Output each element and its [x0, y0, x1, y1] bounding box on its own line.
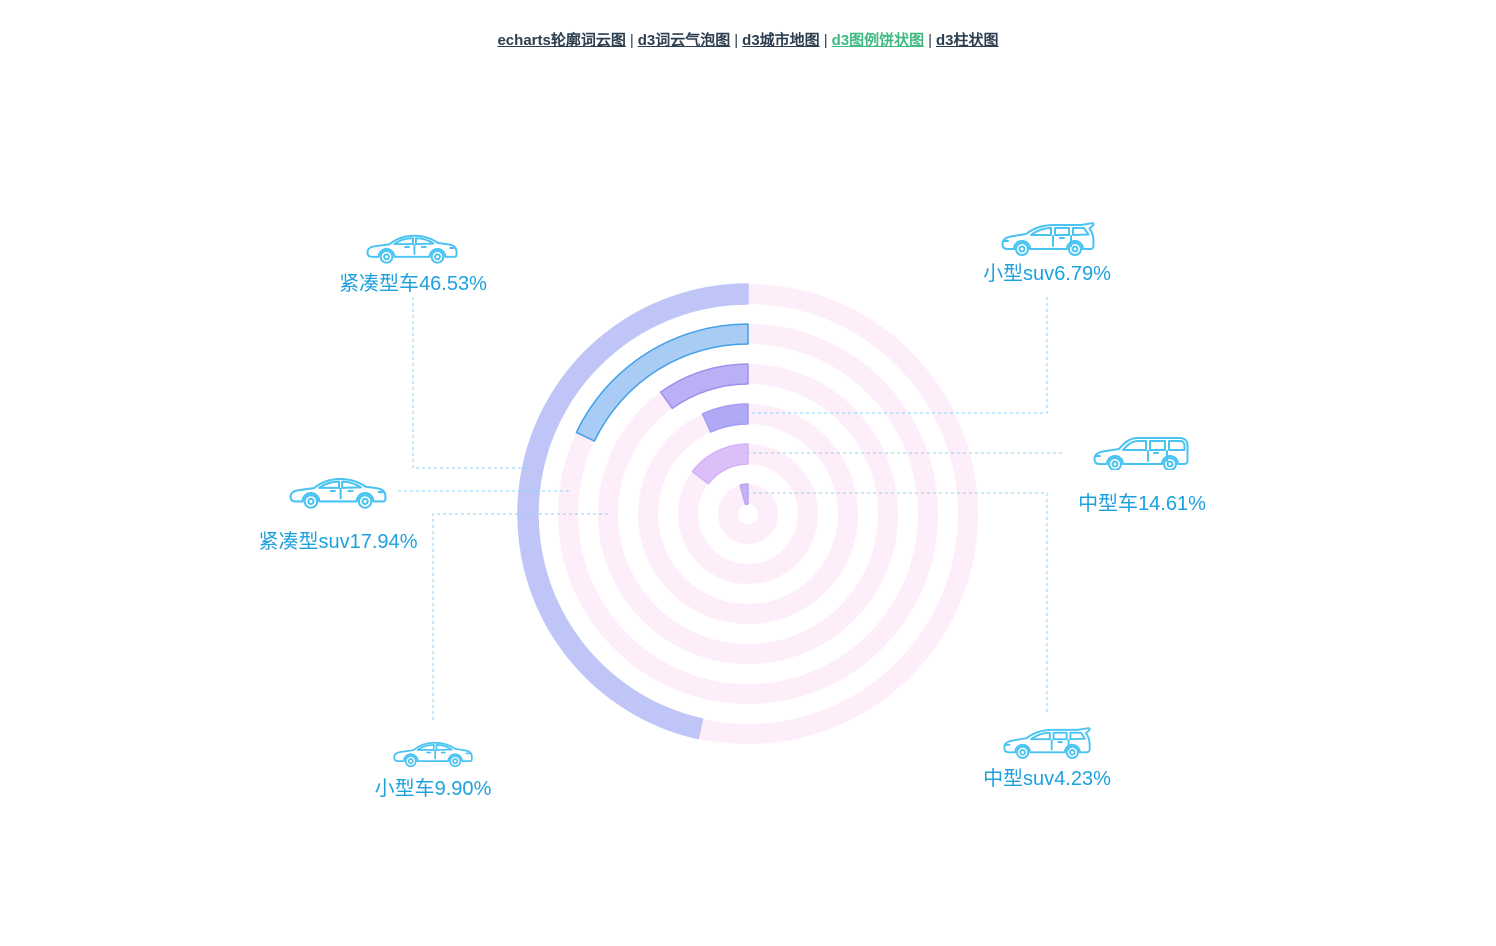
nav-separator: | — [734, 32, 739, 49]
slice-callout: 紧凑型suv17.94% — [259, 477, 418, 553]
slice-label-value: 46.53 — [419, 273, 469, 295]
slice-callout: 紧凑型车46.53% — [339, 234, 487, 295]
slice-label-name: 紧凑型suv — [259, 530, 350, 553]
slice-label-name: 小型车 — [375, 777, 435, 800]
nav-separator: | — [823, 32, 828, 49]
nav-link-echarts-wordcloud[interactable]: echarts轮廓词云图 — [497, 32, 626, 49]
wagon-icon — [1093, 437, 1189, 470]
sedan-icon — [289, 477, 387, 509]
slice-arc[interactable] — [575, 323, 749, 442]
leader-line — [432, 513, 608, 720]
nav-link-d3-bubble[interactable]: d3词云气泡图 — [637, 32, 731, 49]
slice-label-unit: % — [1188, 493, 1206, 515]
slice-label-unit: % — [1093, 768, 1111, 790]
nav-separator: | — [629, 32, 634, 49]
slice-label-name: 小型suv — [983, 262, 1054, 285]
top-nav: echarts轮廓词云图|d3词云气泡图|d3城市地图|d3图例饼状图|d3柱状… — [0, 32, 1496, 50]
slice-label: 小型车9.90% — [375, 777, 492, 800]
slice-label-unit: % — [474, 778, 492, 800]
slice-label-value: 14.61 — [1138, 493, 1188, 515]
sedan-icon — [366, 234, 458, 264]
slice-arc[interactable] — [659, 363, 749, 410]
slice-callout: 小型suv6.79% — [983, 222, 1111, 285]
slice-label: 中型suv4.23% — [983, 767, 1111, 790]
nav-link-d3-legend-pie[interactable]: d3图例饼状图 — [831, 32, 925, 49]
hatchback-icon — [1003, 727, 1091, 759]
slice-label-name: 紧凑型车 — [339, 272, 419, 295]
slice-label-name: 中型车 — [1078, 492, 1138, 515]
leader-line — [748, 492, 1048, 712]
slice-label-unit: % — [469, 273, 487, 295]
slice-label-name: 中型suv — [983, 767, 1054, 790]
nav-separator: | — [928, 32, 933, 49]
slice-label-value: 4.23 — [1054, 768, 1093, 790]
nav-link-d3-bar[interactable]: d3柱状图 — [936, 32, 999, 49]
leader-lines — [398, 297, 1062, 720]
nav-link-d3-city-map[interactable]: d3城市地图 — [742, 32, 820, 49]
slice-arc[interactable] — [691, 443, 749, 485]
slice-label: 中型车14.61% — [1078, 492, 1206, 515]
slice-label: 小型suv6.79% — [983, 262, 1111, 285]
slice-callout: 小型车9.90% — [375, 741, 492, 800]
hatchback-icon — [1001, 222, 1095, 256]
slice-callout: 中型suv4.23% — [983, 727, 1111, 790]
slice-arc[interactable] — [739, 483, 749, 506]
slice-arc[interactable] — [701, 403, 749, 433]
slice-label-unit: % — [1093, 263, 1111, 285]
leader-line — [748, 297, 1048, 414]
slice-label: 紧凑型车46.53% — [339, 272, 487, 295]
ring-arcs — [517, 283, 749, 740]
leader-line — [412, 297, 530, 469]
slice-label-value: 6.79 — [1054, 263, 1093, 285]
slice-arc[interactable] — [517, 283, 749, 740]
sedan-icon — [393, 741, 473, 768]
slice-label-value: 9.90 — [435, 778, 474, 800]
slice-label: 紧凑型suv17.94% — [259, 530, 418, 553]
slice-label-value: 17.94 — [350, 531, 400, 553]
slice-label-unit: % — [400, 531, 418, 553]
slice-callout: 中型车14.61% — [1078, 437, 1206, 515]
